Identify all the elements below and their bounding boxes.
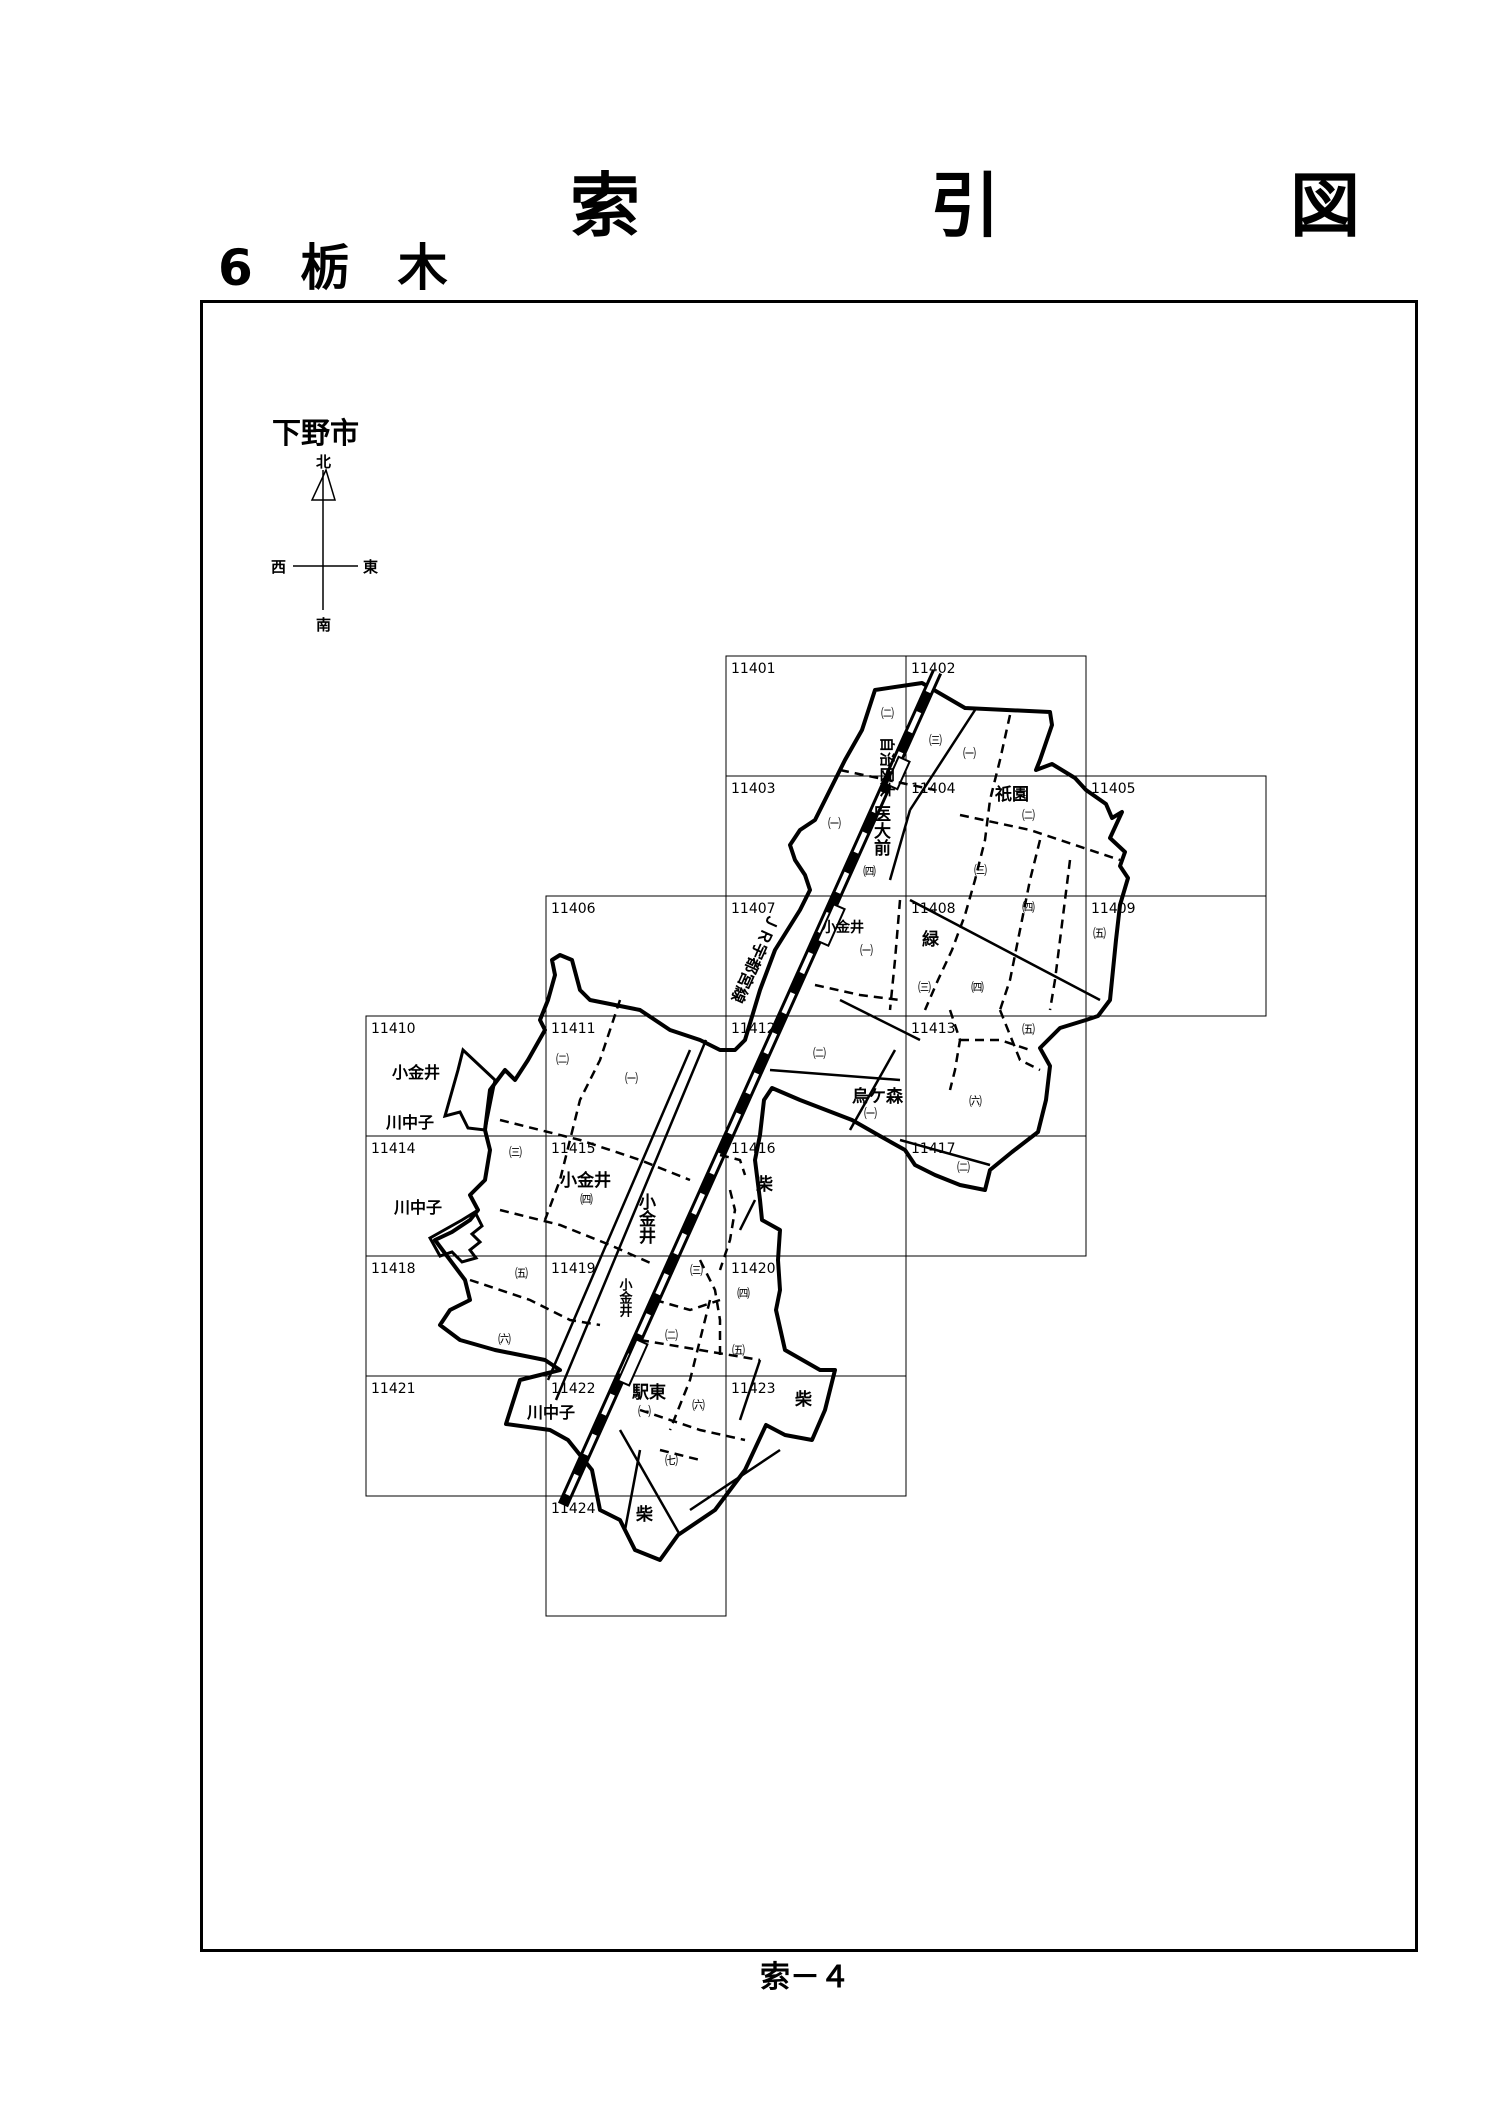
district-number: ㈠: [963, 747, 976, 762]
district-number: ㈣: [863, 865, 876, 880]
district-number: ㈢: [509, 1146, 522, 1161]
district-number: ㈠: [638, 1405, 651, 1420]
district-number: ㈠: [864, 1107, 877, 1122]
district-number: ㈠: [860, 944, 873, 959]
cell-label: 11418: [371, 1261, 416, 1277]
grid-cell[interactable]: [905, 1135, 1087, 1257]
grid-cell[interactable]: [545, 1495, 727, 1617]
city-label: 下野市: [272, 416, 359, 450]
cell-label: 11406: [551, 901, 596, 917]
grid-cells: [365, 655, 1267, 1617]
compass: [293, 467, 358, 610]
cell-label: 11403: [731, 781, 776, 797]
label-idai-mae: 医大前: [870, 805, 891, 857]
label-koganei-vertical: 小金井: [635, 1193, 657, 1245]
district-number: ㈤: [515, 1267, 528, 1282]
district-number: ㈥: [692, 1399, 705, 1414]
map-frame: [200, 300, 1418, 1952]
district-number: ㈡: [957, 1161, 970, 1176]
west-notch-steps: [427, 1209, 484, 1264]
district-number: ㈢: [690, 1264, 703, 1279]
district-number: ㈥: [498, 1333, 511, 1348]
cell-label: 11421: [371, 1381, 416, 1397]
district-number: ㈣: [1022, 901, 1035, 916]
koganei-station: [616, 1338, 649, 1387]
cell-label: 11407: [731, 901, 776, 917]
page-title: 索 引 図: [570, 165, 1470, 247]
district-number: ㈡: [813, 1047, 826, 1062]
label-shiba-south: 柴: [635, 1504, 654, 1525]
label-gion: 祇園: [994, 784, 1029, 805]
grid-cell[interactable]: [1085, 895, 1267, 1017]
section-title: 6 栃 木: [218, 239, 448, 297]
district-number: ㈣: [971, 981, 984, 996]
compass-west: 西: [271, 558, 286, 576]
label-kawanakago-west: 川中子: [385, 1113, 434, 1132]
district-number: ㈠: [828, 817, 841, 832]
cell-label: 11410: [371, 1021, 416, 1037]
district-number: ㈢: [918, 981, 931, 996]
district-number: ㈢: [929, 734, 942, 749]
label-shiba-north: 柴: [755, 1174, 774, 1195]
page-number: 索－４: [760, 1960, 850, 1995]
district-number: ㈡: [556, 1053, 569, 1068]
cell-label: 11411: [551, 1021, 596, 1037]
west-notch: [442, 1047, 497, 1132]
compass-east: 東: [363, 558, 378, 576]
district-number: ㈤: [1022, 1023, 1035, 1038]
cell-label: 11412: [731, 1021, 776, 1037]
district-number: ㈤: [1093, 927, 1106, 942]
district-number: ㈦: [665, 1454, 678, 1469]
label-kawanakago-south: 川中子: [526, 1403, 575, 1422]
roads: [546, 709, 1101, 1536]
grid-cell[interactable]: [725, 1375, 907, 1497]
cell-label: 11414: [371, 1141, 416, 1157]
cell-label: 11415: [551, 1141, 596, 1157]
district-number: ㈠: [625, 1072, 638, 1087]
compass-north: 北: [316, 453, 331, 471]
district-number: ㈡: [1022, 809, 1035, 824]
district-number: ㈤: [732, 1344, 745, 1359]
idai-mae-platform: [816, 902, 846, 948]
compass-south: 南: [316, 616, 331, 634]
district-boundaries: [469, 714, 1121, 1462]
cell-label: 11413: [911, 1021, 956, 1037]
district-number: ㈡: [665, 1329, 678, 1344]
label-shiba-east: 柴: [794, 1389, 813, 1410]
district-number: ㈡: [881, 707, 894, 722]
cell-label: 11416: [731, 1141, 776, 1157]
label-jichi-idai: 自治医大: [878, 737, 896, 797]
label-koganei-center: 小金井: [560, 1170, 611, 1191]
cell-label: 11423: [731, 1381, 776, 1397]
label-kawanakago-mid: 川中子: [393, 1198, 442, 1217]
label-midori: 緑: [922, 929, 940, 950]
cell-label: 11420: [731, 1261, 776, 1277]
district-number: ㈢: [974, 864, 987, 879]
cell-label: 11402: [911, 661, 956, 677]
cell-label: 11409: [1091, 901, 1136, 917]
cell-label: 11419: [551, 1261, 596, 1277]
district-number: ㈥: [969, 1095, 982, 1110]
cell-label: 11424: [551, 1501, 596, 1517]
district-number: ㈣: [580, 1193, 593, 1208]
city-boundary: [433, 681, 1130, 1562]
cell-label: 11405: [1091, 781, 1136, 797]
label-koganei-station: 小金井: [617, 1278, 634, 1318]
label-koganei-north: 小金井: [822, 919, 864, 936]
district-number: ㈣: [737, 1287, 750, 1302]
label-koganei-west: 小金井: [392, 1063, 440, 1082]
label-karasugamori: 烏ケ森: [852, 1086, 904, 1107]
label-ekihigashi: 駅東: [631, 1382, 666, 1403]
cell-label: 11401: [731, 661, 776, 677]
railway-label: ＪＲ宇都宮線: [727, 910, 783, 1005]
